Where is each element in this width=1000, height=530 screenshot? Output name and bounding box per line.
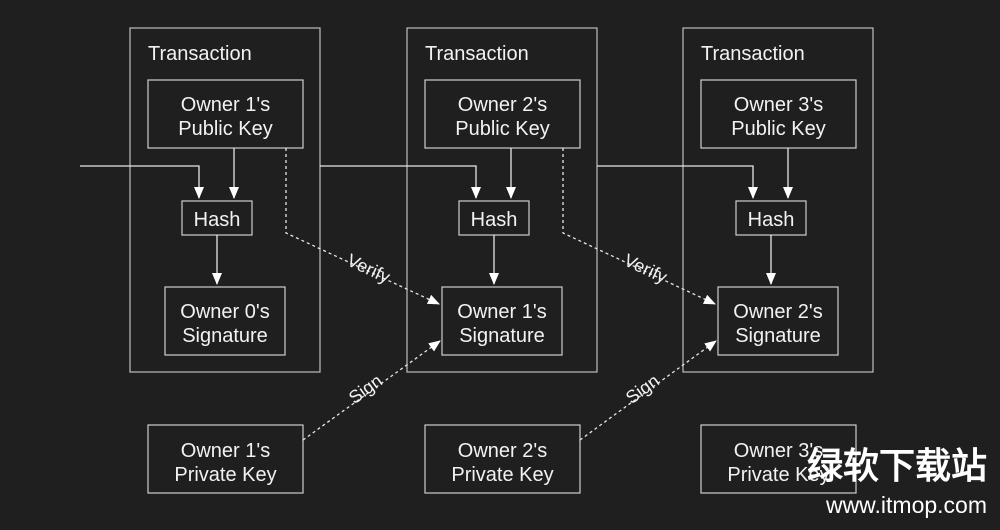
signature-line-2: Signature bbox=[459, 325, 545, 347]
transaction-frame-1: Transaction bbox=[129, 27, 321, 373]
frame-title: Transaction bbox=[148, 43, 252, 65]
transaction-frame-3: Transaction bbox=[682, 27, 874, 373]
signature-box-2: Owner 1's Signature bbox=[441, 286, 563, 356]
private-key-line-2: Private Key bbox=[174, 464, 276, 486]
public-key-line-1: Owner 2's bbox=[458, 94, 547, 116]
private-key-line-2: Private Key bbox=[727, 464, 829, 486]
chain-line-2 bbox=[320, 165, 481, 199]
watermark-url: www.itmop.com bbox=[825, 492, 987, 518]
hash-label: Hash bbox=[471, 209, 518, 231]
verify-arrow-2 bbox=[562, 148, 716, 305]
transaction-frame-2: Transaction bbox=[406, 27, 598, 373]
frame-title: Transaction bbox=[425, 43, 529, 65]
signature-line-1: Owner 1's bbox=[457, 301, 546, 323]
hash-box-1: Hash bbox=[181, 200, 253, 236]
hash-box-3: Hash bbox=[735, 200, 807, 236]
frame-title: Transaction bbox=[701, 43, 805, 65]
signature-box-3: Owner 2's Signature bbox=[717, 286, 839, 356]
private-key-box-2: Owner 2's Private Key bbox=[424, 424, 581, 494]
private-key-box-3: Owner 3's Private Key bbox=[700, 424, 857, 494]
hash-label: Hash bbox=[194, 209, 241, 231]
public-key-box-3: Owner 3's Public Key bbox=[700, 79, 857, 149]
public-key-line-2: Public Key bbox=[731, 118, 826, 140]
private-key-box-1: Owner 1's Private Key bbox=[147, 424, 304, 494]
signature-line-2: Signature bbox=[735, 325, 821, 347]
verify-label-1: Verify bbox=[344, 250, 393, 287]
watermark-chinese: 绿软下载站 bbox=[807, 446, 987, 487]
signature-box-1: Owner 0's Signature bbox=[164, 286, 286, 356]
sign-arrow-2 bbox=[579, 340, 717, 441]
public-key-line-2: Public Key bbox=[455, 118, 550, 140]
private-key-line-1: Owner 3's bbox=[734, 440, 823, 462]
private-key-line-2: Private Key bbox=[451, 464, 553, 486]
public-key-line-1: Owner 1's bbox=[181, 94, 270, 116]
verify-label-2: Verify bbox=[621, 250, 670, 287]
sign-label-1: Sign bbox=[345, 370, 386, 407]
sign-label-2: Sign bbox=[622, 370, 663, 407]
verify-arrow-1 bbox=[285, 148, 440, 305]
signature-line-1: Owner 2's bbox=[733, 301, 822, 323]
signature-line-1: Owner 0's bbox=[180, 301, 269, 323]
private-key-line-1: Owner 2's bbox=[458, 440, 547, 462]
public-key-box-1: Owner 1's Public Key bbox=[147, 79, 304, 149]
public-key-box-2: Owner 2's Public Key bbox=[424, 79, 581, 149]
sign-arrow-1 bbox=[302, 340, 441, 441]
hash-box-2: Hash bbox=[458, 200, 530, 236]
chain-line-3 bbox=[597, 165, 758, 199]
chain-line-1 bbox=[80, 165, 204, 199]
public-key-line-2: Public Key bbox=[178, 118, 273, 140]
watermark: 绿软下载站 www.itmop.com bbox=[807, 446, 987, 518]
private-key-line-1: Owner 1's bbox=[181, 440, 270, 462]
signature-line-2: Signature bbox=[182, 325, 268, 347]
public-key-line-1: Owner 3's bbox=[734, 94, 823, 116]
hash-label: Hash bbox=[748, 209, 795, 231]
